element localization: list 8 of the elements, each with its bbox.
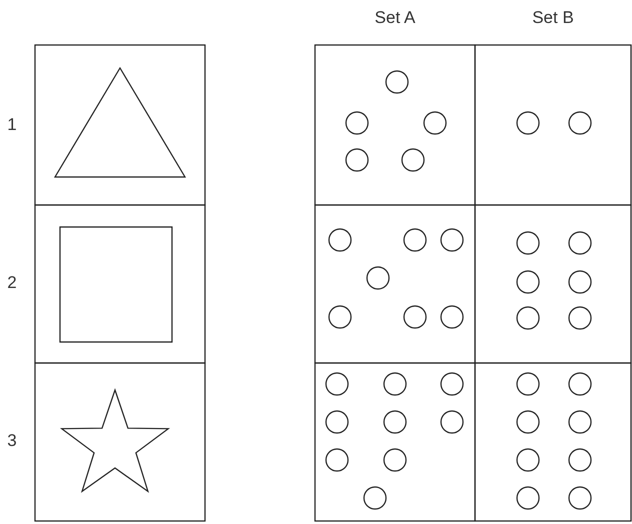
column-header: Set A — [374, 8, 416, 28]
triangle — [54, 66, 186, 178]
row-number: 1 — [7, 115, 17, 135]
square — [59, 226, 173, 343]
star — [60, 388, 170, 493]
column-header: Set B — [532, 8, 574, 28]
row-number: 2 — [7, 273, 17, 293]
row-number: 3 — [7, 431, 17, 451]
